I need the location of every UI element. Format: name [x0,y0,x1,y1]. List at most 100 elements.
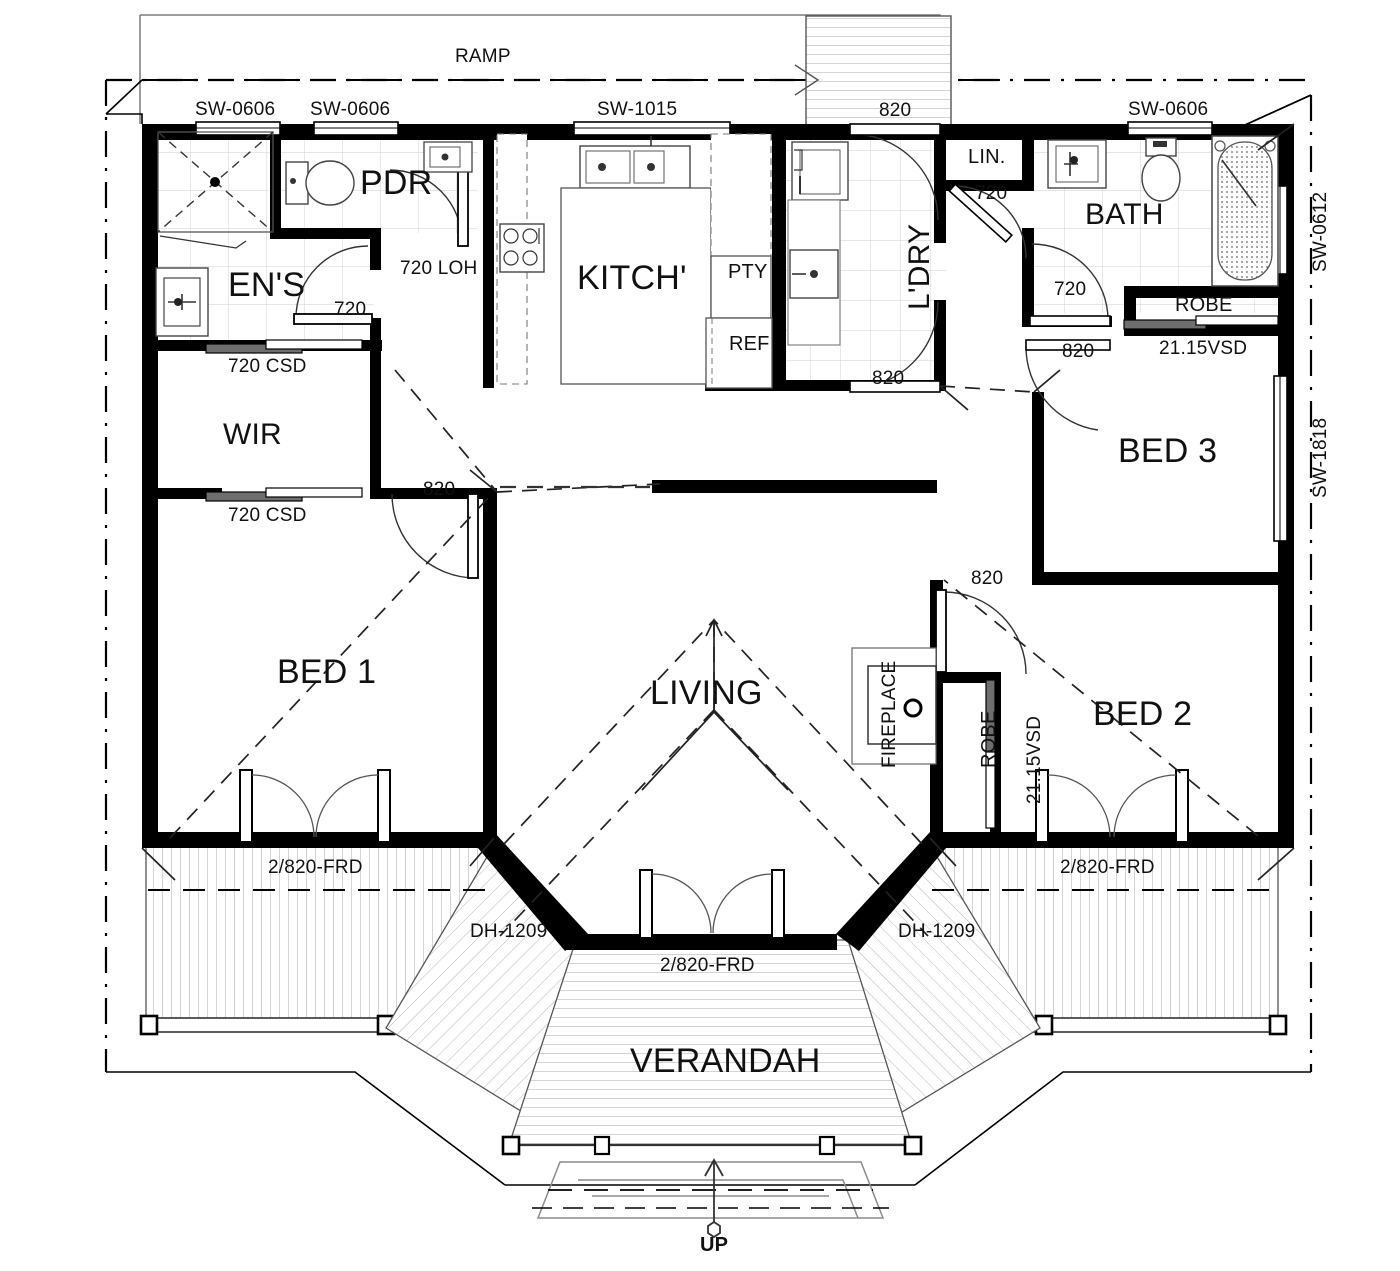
fixtures [155,131,1279,765]
wall-wir-bottom-left [142,488,222,499]
wall-bed1-right [483,488,497,838]
label-room-kitch: KITCH' [577,259,687,297]
fridge-box [705,317,773,389]
entry-steps [532,1161,889,1219]
wall-ens-pdr [270,128,281,238]
label-room-ref: REF [729,333,770,355]
label-door-living-front-frd: 2/820-FRD [660,955,755,976]
wall-ldry-right-top [934,128,946,243]
label-window-sw-1818: SW-1818 [1310,417,1331,498]
wall-bed3-left [1032,392,1044,582]
ceiling-hip-solid [141,123,1295,881]
label-fireplace: FIREPLACE [879,660,900,768]
door-wir-csd-top [205,339,363,354]
fireplace-unit [851,647,937,765]
door-bath-720 [1029,243,1111,327]
wall-ens-jamb [370,318,381,348]
washing-machine [791,141,849,201]
door-ens-720 [293,245,373,325]
label-door-lin-720: 720 [975,183,1008,204]
kitchen-bench [496,133,772,385]
door-bed1-front-frd [239,769,391,843]
door-robe-bath-vsd [1123,315,1279,330]
wall-robe-bottom [1124,325,1278,336]
label-window-sw-0606-b: SW-0606 [310,99,391,120]
door-living-front-frd [639,869,785,945]
wall-living-centre [652,480,937,493]
label-door-720-loh: 720 LOH [400,258,478,279]
label-room-pty: PTY [728,261,768,283]
window-sw-0606-b [313,121,399,136]
door-robe-bed2-vsd [985,679,996,829]
label-door-bed1-820: 820 [423,479,456,500]
door-ldry-820-top [849,123,941,221]
up-arrow [704,1158,724,1239]
label-door-wir-csd-top: 720 CSD [228,356,307,377]
window-sw-0606-c [1127,121,1213,136]
entry-landing-deck [794,15,952,127]
label-door-robe-bed2-vsd: 21.15VSD [1024,715,1045,804]
wall-wir-bottom-right [370,488,490,499]
wall-robe-top [1124,286,1278,298]
vanity-ens [155,267,209,337]
label-room-bed3: BED 3 [1118,432,1218,470]
wall-lin-bottom [946,180,1034,191]
bathtub [1211,135,1279,287]
ceiling-hip-lines [169,369,1259,937]
label-window-sw-0606-c: SW-0606 [1128,99,1209,120]
label-room-living: LIVING [650,674,763,712]
label-room-wir: WIR [223,418,282,451]
label-room-pdr: PDR [360,164,433,202]
label-room-ens: EN'S [228,266,306,304]
wall-ldry-right-bot [934,300,946,390]
label-window-sw-0612: SW-0612 [1310,191,1331,272]
label-door-bed3-820: 820 [1062,341,1095,362]
label-room-robe-bath: ROBE [1175,294,1233,316]
door-lin-720 [948,183,1027,259]
door-bed1-820 [391,493,479,579]
toilet-pdr [285,160,355,206]
label-door-ldry-bottom: 820 [872,368,905,389]
label-window-dh-1209-right: DH-1209 [898,921,976,942]
door-wir-csd-bottom [205,487,363,502]
site-boundary-lines [104,78,1313,1072]
label-window-sw-1015: SW-1015 [597,99,678,120]
window-sw-1015 [573,121,731,136]
wall-kitchen-right [772,128,786,388]
label-room-bed2: BED 2 [1093,695,1193,733]
label-room-robe-bed2: ROBE [978,710,1000,768]
label-room-verandah: VERANDAH [630,1042,821,1080]
label-door-ldry-top: 820 [879,100,912,121]
label-window-sw-0606-a: SW-0606 [195,99,276,120]
label-room-bed1: BED 1 [277,653,377,691]
window-sw-1818 [1273,375,1288,542]
label-room-lin: LIN. [968,146,1006,168]
wall-wir-right [370,340,381,495]
shower-ens [157,131,274,249]
pantry-box [710,255,772,319]
wall-kitchen-left [483,128,494,388]
bath-vanity [1047,139,1107,189]
door-bed2-820 [935,589,1027,675]
label-room-bath: BATH [1085,198,1164,231]
label-door-bed2-820: 820 [971,568,1004,589]
basin-pdr [423,141,473,173]
label-door-wir-csd-bottom: 720 CSD [228,505,307,526]
label-door-bath-720: 720 [1054,279,1087,300]
label-up: UP [700,1234,729,1256]
bath-toilet [1141,137,1181,202]
label-ramp: RAMP [455,46,511,67]
doors-and-swings [205,123,1279,945]
right-roof-edge [1244,94,1312,126]
door-bed3-820 [1025,339,1111,431]
label-door-ens-720: 720 [334,299,367,320]
wall-bed3-bottom [1032,572,1282,585]
site-boundary-solid [106,1071,1311,1186]
label-window-dh-1209-left: DH-1209 [470,921,548,942]
wall-pdr-lower [270,228,380,239]
label-door-bed1-front-frd: 2/820-FRD [268,857,363,878]
door-bed2-front-frd [1035,769,1189,843]
wall-robe2-top [940,672,1000,683]
